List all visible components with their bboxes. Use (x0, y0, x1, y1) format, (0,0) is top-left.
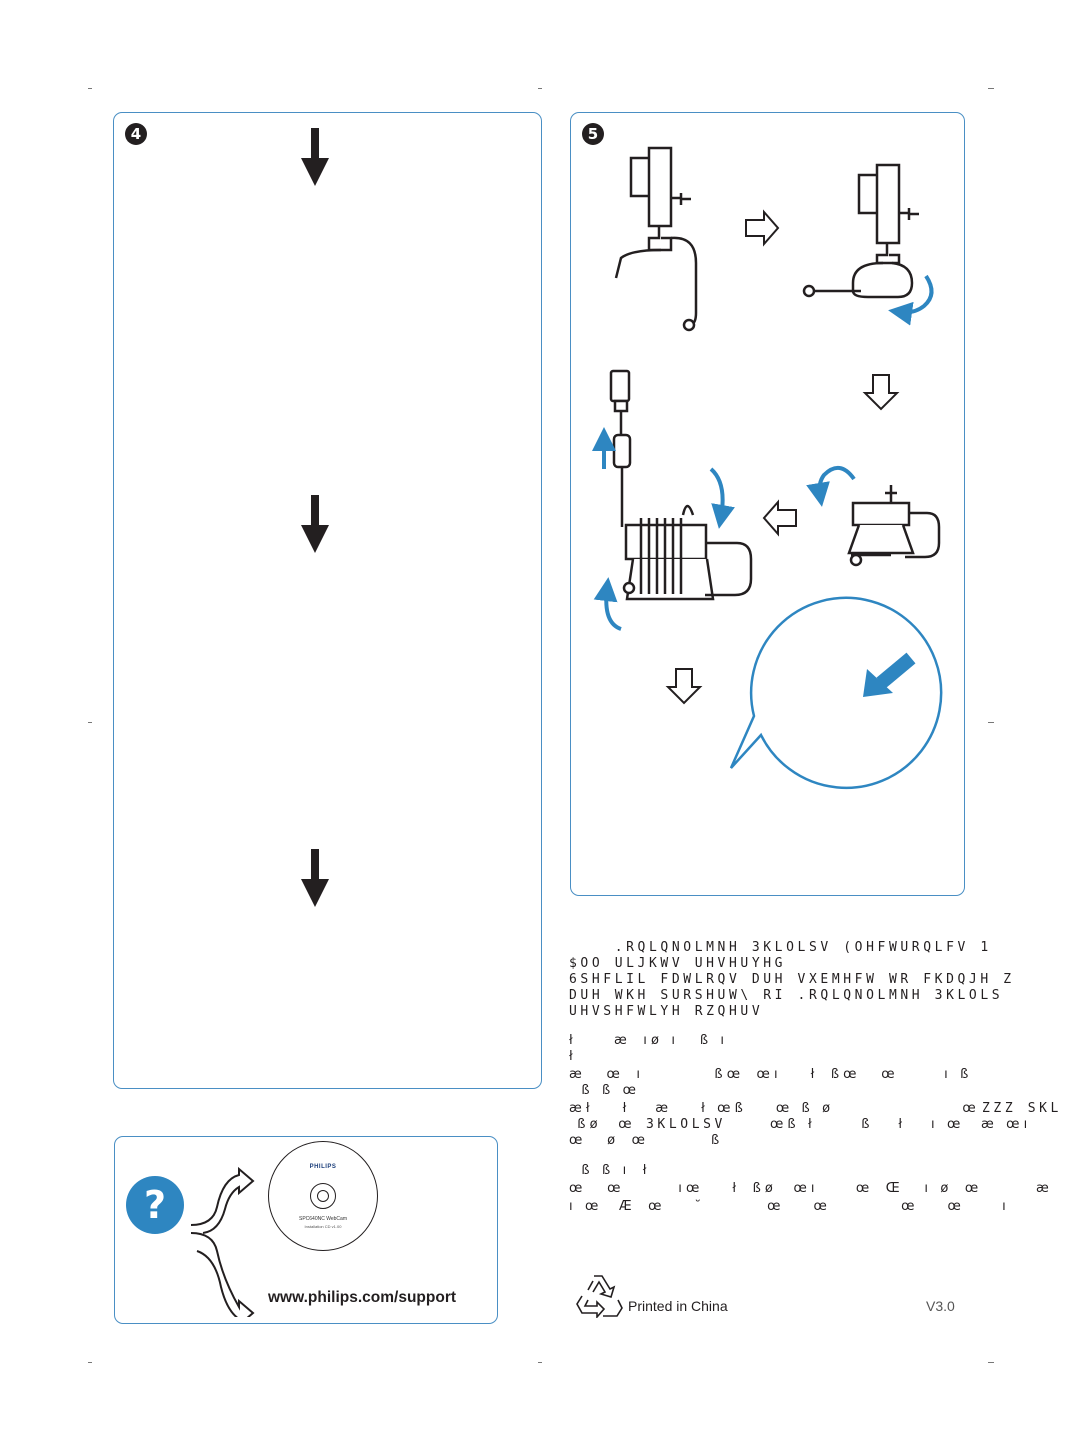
help-icon[interactable]: ? (126, 1176, 184, 1234)
garbled-line: ß ß œ (569, 1083, 636, 1098)
down-hollow-arrow-icon (665, 668, 703, 705)
down-arrow-icon (301, 128, 329, 186)
right-arrow-icon (745, 209, 780, 247)
cable-wrapped-usb-icon (609, 369, 753, 601)
crop-mark (988, 722, 994, 723)
garbled-line: œ ø œ ß (569, 1133, 720, 1148)
left-arrow-icon (762, 499, 797, 537)
garbled-line: œ ß ł ß ł ı œ æ œ ı (770, 1117, 1028, 1132)
crop-mark (538, 1362, 542, 1363)
step-5-badge: 5 (582, 123, 604, 145)
down-arrow-icon (301, 495, 329, 553)
copyright-line-5: UHVSHFWLYH RZQHUV (569, 1004, 764, 1019)
garbled-line: œ œ ı œ ł ß ø œ ı œ Œ ı ø œ æ (569, 1181, 1049, 1196)
webcam-cable-looped-icon (802, 163, 919, 299)
garbled-line: ß ß ı ł (569, 1163, 647, 1178)
step-4-badge: 4 (125, 123, 147, 145)
crop-mark (538, 88, 542, 89)
cd-hole-inner (317, 1190, 329, 1202)
brace-arrows-icon (190, 1166, 255, 1317)
cd-hole (310, 1183, 336, 1209)
garbled-line: ł æ ı ø ı ß ı (569, 1033, 725, 1048)
cable-wrap-illustration (592, 146, 943, 790)
cd-product: SPC640NC WebCam (299, 1216, 347, 1222)
version-label: V3.0 (926, 1298, 955, 1314)
down-hollow-arrow-icon (862, 374, 900, 411)
step-4-panel: 4 (113, 112, 542, 1089)
printed-in-china: Printed in China (628, 1298, 728, 1314)
webcam-cable-hanging-icon (614, 146, 698, 332)
copyright-line-2: $OO ULJKWV UHVHUYHG (569, 956, 787, 971)
garbled-line: ı œ Æ œ ˘ œ œ œ œ ı (569, 1199, 1006, 1214)
pointer-arrow-icon (863, 652, 916, 697)
rotate-arrow-icon (806, 466, 856, 507)
cd-subtitle: Installation CD v1.00 (304, 1224, 342, 1229)
crop-mark (88, 88, 92, 89)
cd-brand: PHILIPS (309, 1164, 337, 1170)
garbled-line: ß ø œ (569, 1117, 632, 1132)
installation-cd: PHILIPS SPC640NC WebCam Installation CD … (268, 1141, 378, 1251)
copyright-line-3: 6SHFLIL FDWLRQV DUH VXEMHFW WR FKDQJH Z (569, 972, 1015, 987)
step-5-panel: 5 (570, 112, 965, 896)
support-url-link[interactable]: www.philips.com/support (268, 1289, 457, 1306)
garbled-line: ł (569, 1049, 573, 1064)
support-panel: ? PHILIPS SPC640NC WebCam Installation C… (114, 1136, 498, 1324)
rotate-arrow-icon (593, 577, 622, 631)
rotate-arrow-icon (888, 274, 934, 326)
down-arrow-icon (301, 849, 329, 907)
crop-mark (88, 1362, 92, 1363)
webcam-upside-down-icon (847, 485, 941, 567)
crop-mark (988, 88, 994, 89)
crop-mark (88, 722, 92, 723)
recycle-icon (576, 1275, 623, 1318)
crop-mark (988, 1362, 994, 1363)
garbled-url-tail: ZZZ SKL (982, 1101, 1062, 1116)
zoom-bubble (729, 596, 943, 790)
rotate-arrow-icon (709, 467, 735, 529)
garbled-line: æ œ ı ß œ œ ı ł ß œ œ ı ß (569, 1067, 969, 1082)
garbled-line: æ ł ł æ ł œ ß œ ß ø œ (569, 1101, 976, 1116)
copyright-line-1: .RQLQNOLMNH 3KLOLSV (OHFWURQLFV 1 (569, 940, 992, 955)
copyright-line-4: DUH WKH SURSHUW\ RI .RQLQNOLMNH 3KLOLS (569, 988, 1004, 1003)
garbled-philips-word: 3KLOLSV (646, 1117, 726, 1132)
